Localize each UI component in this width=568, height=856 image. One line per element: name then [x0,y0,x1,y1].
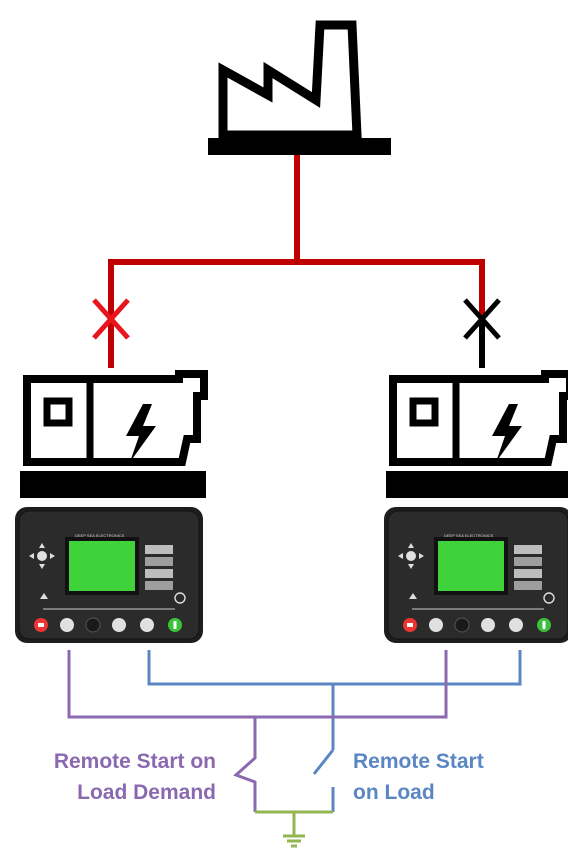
controller-brand: DEEP SEA ELECTRONICS [75,533,125,538]
label-remote-start-load-demand-2: Load Demand [77,781,216,804]
controller-module-right: DEEP SEA ELECTRONICS [384,507,568,643]
controller-brand: DEEP SEA ELECTRONICS [444,533,494,538]
label-remote-start-on-load-2: on Load [353,781,435,804]
supply-bus [108,155,485,368]
label-remote-start-load-demand-1: Remote Start on [54,750,216,773]
generator-left-icon [20,374,206,498]
controller-module-left: DEEP SEA ELECTRONICS [15,507,203,643]
factory-icon [208,25,391,155]
ground-icon [255,812,333,846]
generator-right-icon [386,374,568,498]
label-remote-start-on-load-1: Remote Start [353,750,484,773]
